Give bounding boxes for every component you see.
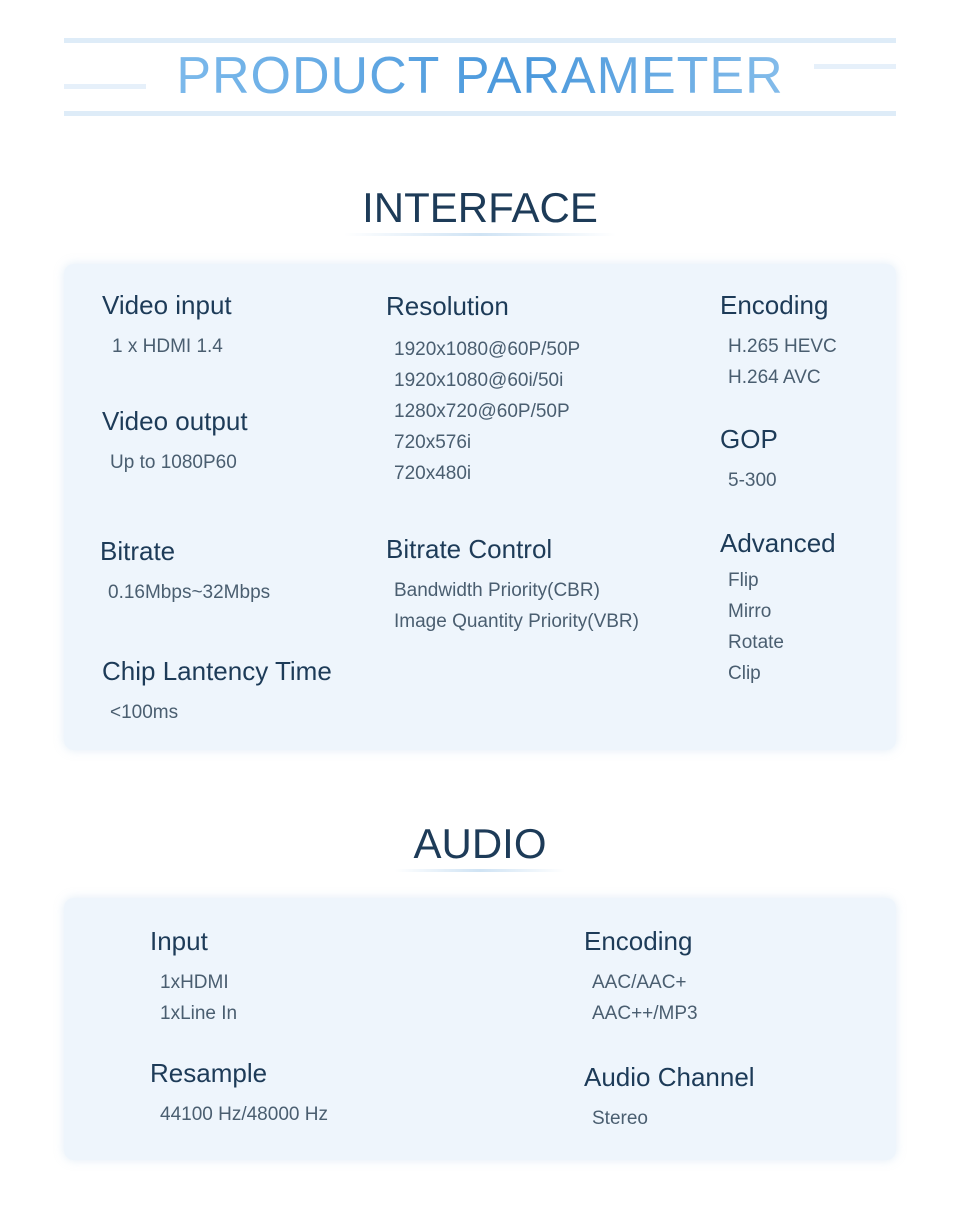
spec-label: Encoding <box>720 290 829 320</box>
audio-heading-text: AUDIO <box>395 820 565 872</box>
spec-value: 5-300 <box>728 470 777 491</box>
title-line-top <box>64 38 896 43</box>
spec-values: 5-300 <box>720 465 778 496</box>
spec-bitrate-control: Bitrate Control Bandwidth Priority(CBR) … <box>386 534 639 637</box>
spec-advanced: Advanced Flip Mirro Rotate Clip <box>720 528 836 689</box>
spec-label: GOP <box>720 424 778 454</box>
spec-value: Stereo <box>592 1108 648 1129</box>
title-line-right <box>814 64 896 69</box>
spec-value: H.265 HEVC <box>728 336 837 357</box>
spec-value: H.264 AVC <box>728 367 821 388</box>
spec-values: 1xHDMI 1xLine In <box>150 967 237 1029</box>
spec-values: Flip Mirro Rotate Clip <box>720 565 836 689</box>
spec-label: Bitrate <box>100 536 176 566</box>
spec-label: Chip Lantency Time <box>102 656 332 686</box>
spec-value: 1 x HDMI 1.4 <box>112 336 223 357</box>
spec-audio-input: Input 1xHDMI 1xLine In <box>150 926 237 1029</box>
title-line-left <box>64 84 146 89</box>
spec-value: 0.16Mbps~32Mbps <box>108 582 271 603</box>
spec-bitrate: Bitrate 0.16Mbps~32Mbps <box>100 536 270 608</box>
spec-value: <100ms <box>110 702 179 723</box>
spec-video-input: Video input 1 x HDMI 1.4 <box>102 290 232 362</box>
spec-value: 1xLine In <box>160 1003 238 1024</box>
spec-label: Resolution <box>386 291 509 321</box>
spec-gop: GOP 5-300 <box>720 424 778 496</box>
spec-values: <100ms <box>102 697 332 728</box>
interface-card: Video input 1 x HDMI 1.4 Video output Up… <box>64 264 896 750</box>
spec-value: 1xHDMI <box>160 972 229 993</box>
spec-values: 1 x HDMI 1.4 <box>102 331 232 362</box>
audio-card: Input 1xHDMI 1xLine In Resample 44100 Hz… <box>64 898 896 1160</box>
spec-value: Flip <box>728 570 759 591</box>
spec-value: AAC++/MP3 <box>592 1003 698 1024</box>
spec-value: Image Quantity Priority(VBR) <box>394 611 639 632</box>
spec-values: 1920x1080@60P/50P 1920x1080@60i/50i 1280… <box>386 334 580 489</box>
spec-values: AAC/AAC+ AAC++/MP3 <box>584 967 698 1029</box>
spec-values: 44100 Hz/48000 Hz <box>150 1099 328 1130</box>
spec-value: 1920x1080@60P/50P <box>394 339 581 360</box>
spec-value: Bandwidth Priority(CBR) <box>394 580 600 601</box>
spec-audio-encoding: Encoding AAC/AAC+ AAC++/MP3 <box>584 926 698 1029</box>
spec-resample: Resample 44100 Hz/48000 Hz <box>150 1058 328 1130</box>
spec-audio-channel: Audio Channel Stereo <box>584 1062 755 1134</box>
spec-value: 720x480i <box>394 463 472 484</box>
spec-value: 1280x720@60P/50P <box>394 401 570 422</box>
spec-label: Advanced <box>720 528 836 558</box>
audio-heading: AUDIO <box>0 820 960 872</box>
spec-value: Up to 1080P60 <box>110 452 237 473</box>
spec-label: Video output <box>102 406 248 436</box>
spec-values: 0.16Mbps~32Mbps <box>100 577 270 608</box>
spec-value: AAC/AAC+ <box>592 972 687 993</box>
spec-values: Stereo <box>584 1103 755 1134</box>
spec-label: Audio Channel <box>584 1062 755 1092</box>
spec-values: H.265 HEVC H.264 AVC <box>720 331 837 393</box>
spec-label: Bitrate Control <box>386 534 553 564</box>
spec-encoding: Encoding H.265 HEVC H.264 AVC <box>720 290 837 393</box>
interface-heading: INTERFACE <box>0 184 960 236</box>
spec-value: 44100 Hz/48000 Hz <box>160 1104 328 1125</box>
spec-label: Encoding <box>584 926 693 956</box>
spec-value: Rotate <box>728 632 784 653</box>
spec-chip-latency: Chip Lantency Time <100ms <box>102 656 332 728</box>
spec-values: Bandwidth Priority(CBR) Image Quantity P… <box>386 575 639 637</box>
spec-values: Up to 1080P60 <box>102 447 248 478</box>
title-band: PRODUCT PARAMETER <box>64 38 896 118</box>
spec-video-output: Video output Up to 1080P60 <box>102 406 248 478</box>
title-line-bottom <box>64 111 896 116</box>
spec-value: 1920x1080@60i/50i <box>394 370 564 391</box>
spec-value: Mirro <box>728 601 772 622</box>
spec-value: Clip <box>728 663 761 684</box>
spec-label: Input <box>150 926 208 956</box>
page-title: PRODUCT PARAMETER <box>64 44 896 108</box>
spec-label: Resample <box>150 1058 268 1088</box>
spec-value: 720x576i <box>394 432 472 453</box>
spec-resolution: Resolution 1920x1080@60P/50P 1920x1080@6… <box>386 291 580 489</box>
interface-heading-text: INTERFACE <box>344 184 616 236</box>
spec-label: Video input <box>102 290 232 320</box>
